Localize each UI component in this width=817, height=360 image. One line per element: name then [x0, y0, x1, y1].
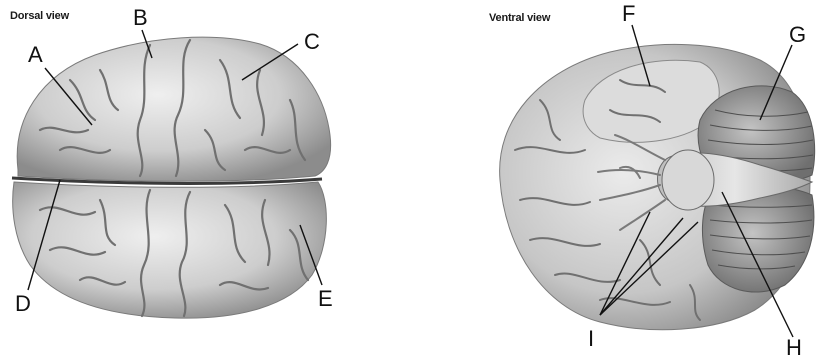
label-f: F: [622, 3, 635, 25]
label-a: A: [28, 44, 43, 66]
label-g: G: [789, 24, 806, 46]
dorsal-brain: [12, 37, 331, 318]
label-i: I: [588, 328, 594, 350]
ventral-brain: [500, 44, 815, 329]
label-b: B: [133, 7, 148, 29]
label-h: H: [786, 337, 802, 359]
label-d: D: [15, 293, 31, 315]
lower-hemisphere: [13, 182, 327, 318]
upper-hemisphere: [17, 37, 330, 181]
label-e: E: [318, 288, 333, 310]
label-c: C: [304, 31, 320, 53]
pons: [662, 150, 714, 210]
